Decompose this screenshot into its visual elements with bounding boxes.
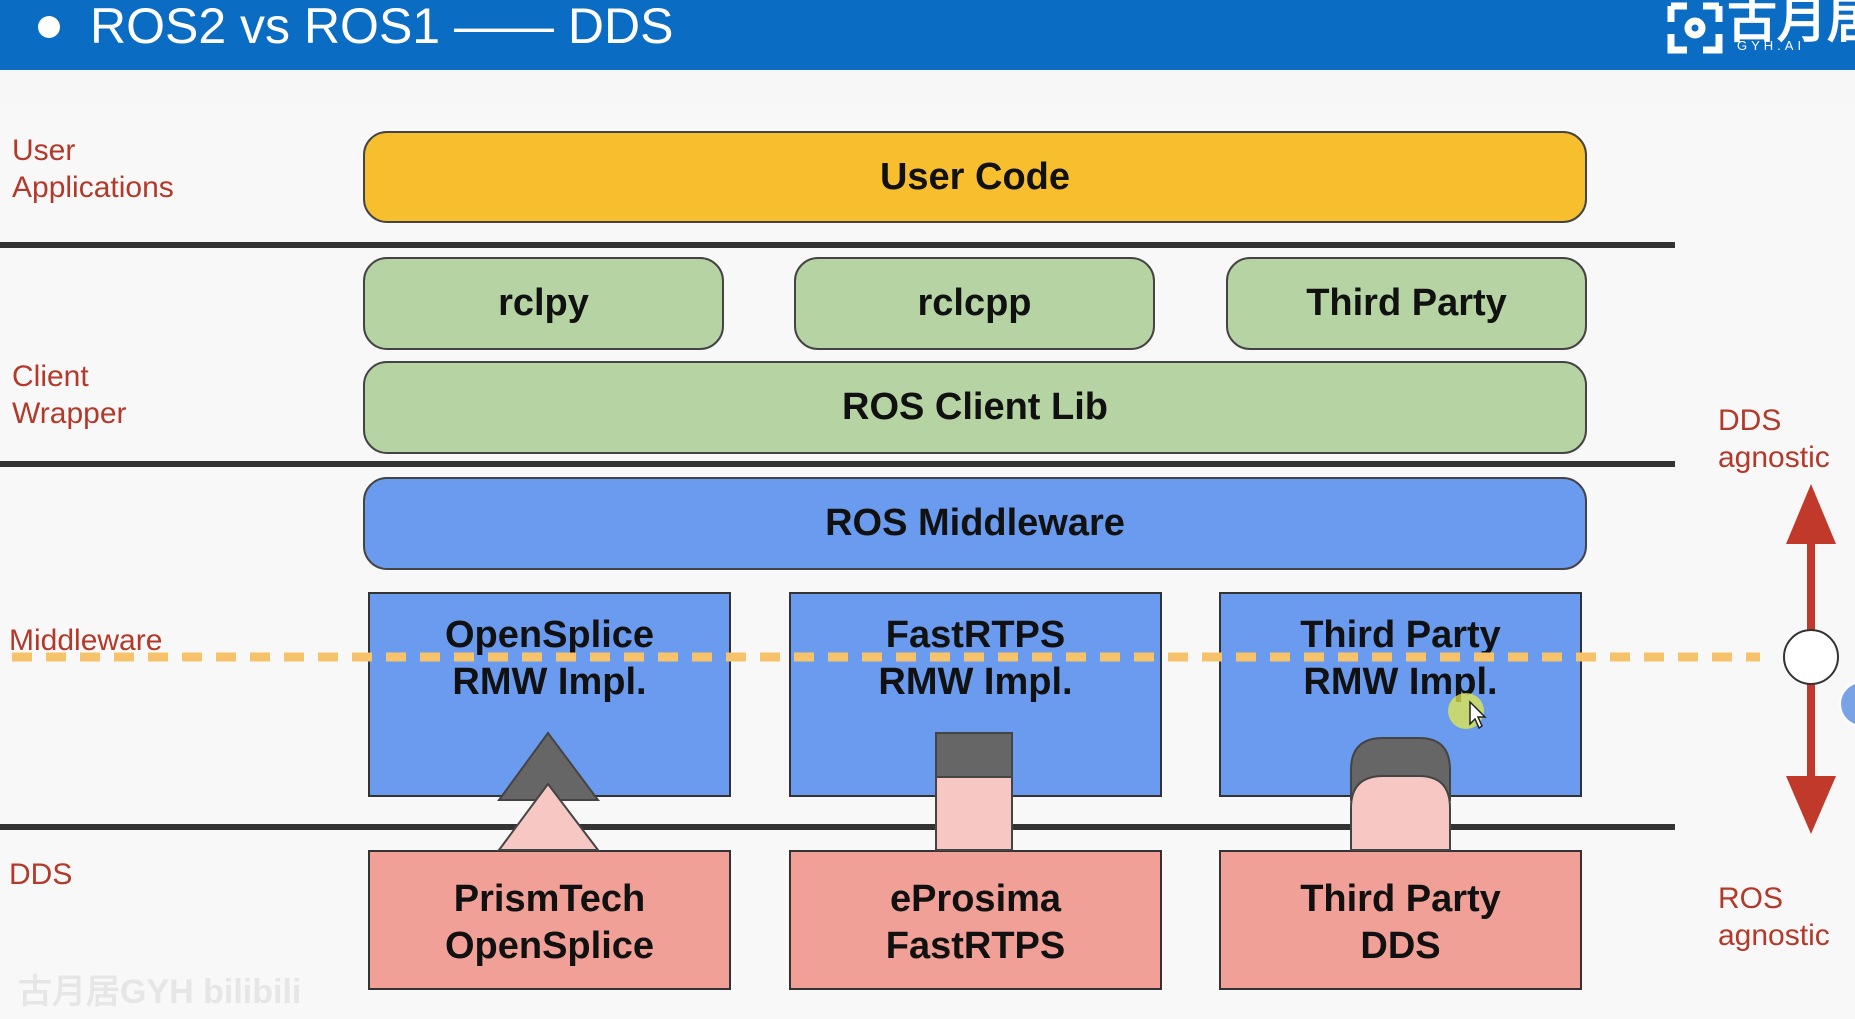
dds-fastrtps-line1: eProsima: [889, 878, 1062, 920]
arrow-down-icon: [1786, 776, 1836, 834]
slide-title: ROS2 vs ROS1 —— DDS: [90, 0, 674, 54]
logo-icon: [1667, 2, 1723, 54]
square-socket-icon: [935, 776, 1013, 851]
logo-subtitle: GYH.AI: [1737, 38, 1806, 53]
ros-agnostic-label: ROS agnostic: [1718, 882, 1830, 952]
ros-middleware-box: ROS Middleware: [363, 477, 1587, 570]
edge-circle-icon: [1839, 682, 1855, 726]
mouse-cursor-icon: [1469, 700, 1487, 730]
logo: 古月居 GYH.AI: [1665, 0, 1855, 56]
divider-client-middleware: [0, 461, 1675, 467]
dds-opensplice-line2: OpenSplice: [444, 925, 655, 967]
layer-label-dds: DDS: [9, 858, 73, 891]
rmw-third-party-line1: Third Party: [1300, 614, 1501, 656]
layer-label-middleware: Middleware: [9, 624, 163, 657]
slide-header: ROS2 vs ROS1 —— DDS 古月居 GYH.AI: [0, 0, 1855, 70]
square-plug-icon: [935, 732, 1013, 778]
dds-third-party-line1: Third Party: [1300, 878, 1501, 920]
layer-label-client: Client Wrapper: [12, 360, 127, 430]
user-code-label: User Code: [879, 155, 1071, 198]
rounded-socket-icon: [1350, 775, 1451, 851]
arrow-up-icon: [1786, 484, 1836, 544]
dds-fastrtps-box: eProsima FastRTPS: [789, 850, 1162, 990]
rclpy-label: rclpy: [498, 282, 589, 324]
diagram-overlay: [12, 484, 1855, 851]
arrow-slider-knob: [1783, 629, 1839, 685]
dds-opensplice-box: PrismTech OpenSplice: [368, 850, 731, 990]
rmw-opensplice-line1: OpenSplice: [444, 614, 655, 656]
rmw-fastrtps-line1: FastRTPS: [885, 614, 1066, 656]
rmw-third-party-box: Third Party RMW Impl.: [1219, 592, 1582, 797]
user-code-box: User Code: [363, 131, 1587, 223]
rclcpp-label: rclcpp: [917, 282, 1032, 324]
rmw-opensplice-line2: RMW Impl.: [452, 661, 647, 703]
rmw-fastrtps-line2: RMW Impl.: [878, 661, 1073, 703]
divider-user-client: [0, 242, 1675, 248]
dds-opensplice-line1: PrismTech: [453, 878, 646, 920]
ros-middleware-label: ROS Middleware: [825, 502, 1125, 544]
dds-third-party-box: Third Party DDS: [1219, 850, 1582, 990]
third-party-client-label: Third Party: [1306, 282, 1507, 324]
triangle-socket-icon: [497, 782, 601, 851]
rmw-opensplice-box: OpenSplice RMW Impl.: [368, 592, 731, 797]
layer-label-user: User Applications: [12, 134, 174, 204]
dds-agnostic-label: DDS agnostic: [1718, 404, 1830, 474]
watermark: 古月居GYH bilibili: [18, 973, 302, 1011]
third-party-client-box: Third Party: [1226, 257, 1587, 350]
logo-text: 古月居: [1727, 0, 1855, 49]
divider-middleware-dds: [0, 824, 1675, 830]
ros-client-lib-box: ROS Client Lib: [363, 361, 1587, 454]
rclcpp-box: rclcpp: [794, 257, 1155, 350]
dds-fastrtps-line2: FastRTPS: [885, 925, 1066, 967]
rclpy-box: rclpy: [363, 257, 724, 350]
bullet-icon: [38, 16, 60, 38]
dds-third-party-line2: DDS: [1360, 925, 1441, 967]
diagram-canvas: User Applications Client Wrapper Middlew…: [0, 104, 1855, 1019]
ros-client-lib-label: ROS Client Lib: [842, 386, 1108, 428]
